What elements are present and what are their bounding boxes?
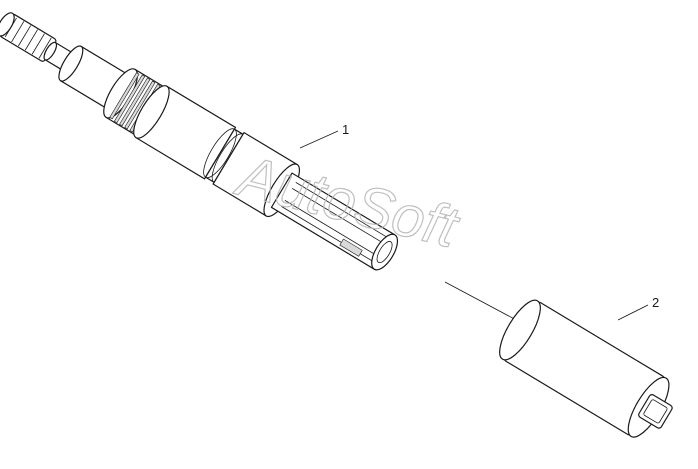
- callout-2-label: 2: [652, 295, 659, 310]
- callout-1: 1: [299, 122, 349, 149]
- socket-square-drive: [638, 394, 673, 429]
- callout-2: 2: [617, 295, 659, 321]
- shaft-assembly: [0, 12, 399, 271]
- assembly-axis-line: [444, 281, 521, 323]
- shaft-left-spline: [0, 12, 57, 62]
- shaft-right-spline: [270, 172, 399, 271]
- callout-1-label: 1: [342, 122, 349, 137]
- socket-tool: [499, 299, 673, 438]
- callout-1-leader: [299, 130, 339, 149]
- callout-2-leader: [617, 304, 649, 321]
